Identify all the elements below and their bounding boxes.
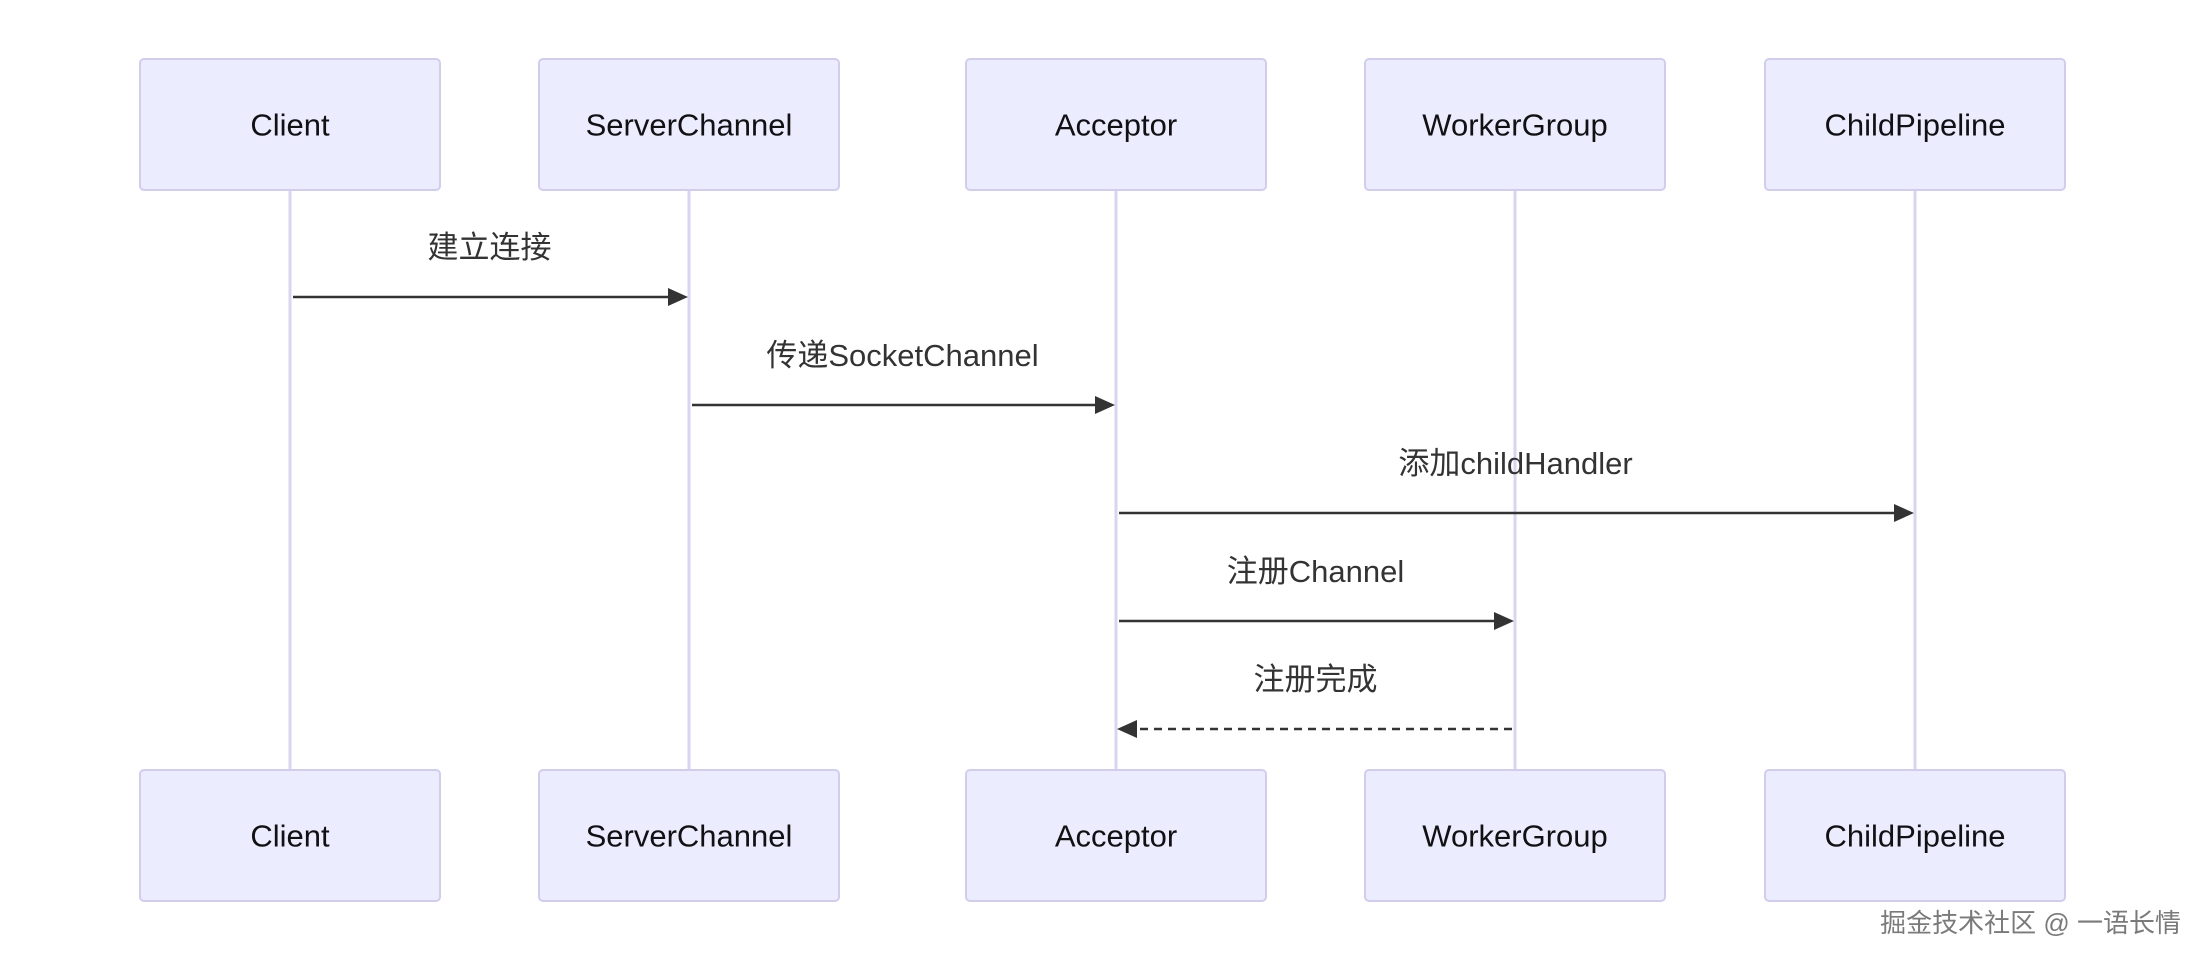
message-label: 传递SocketChannel xyxy=(766,338,1038,373)
actor-childpipeline-bottom: ChildPipeline xyxy=(1764,769,2066,902)
watermark-text: 掘金技术社区 @ 一语长情 xyxy=(1880,908,2181,938)
actor-box xyxy=(139,769,441,902)
actor-label: WorkerGroup xyxy=(1422,108,1608,143)
actor-box xyxy=(1364,58,1666,191)
actor-label: ServerChannel xyxy=(586,819,793,854)
actor-box xyxy=(1364,769,1666,902)
lifelines xyxy=(288,190,1917,770)
actor-box xyxy=(538,769,840,902)
actor-box xyxy=(965,58,1267,191)
message-2: 传递SocketChannel xyxy=(692,338,1115,414)
actor-acceptor-bottom: Acceptor xyxy=(965,769,1267,902)
arrowhead-icon xyxy=(668,288,688,306)
actor-label: Acceptor xyxy=(1055,108,1177,143)
actor-label: ChildPipeline xyxy=(1825,819,2006,854)
message-5: 注册完成 xyxy=(1117,662,1512,738)
message-label: 建立连接 xyxy=(428,230,552,265)
actor-box xyxy=(965,769,1267,902)
message-label: 注册Channel xyxy=(1227,554,1404,589)
actor-workergroup-top: WorkerGroup xyxy=(1364,58,1666,191)
actor-serverchannel-bottom: ServerChannel xyxy=(538,769,840,902)
actors-top: Client ServerChannel Acceptor WorkerGroup Ch… xyxy=(139,58,2066,191)
message-1: 建立连接 xyxy=(293,230,688,306)
actor-box xyxy=(538,58,840,191)
actor-label: WorkerGroup xyxy=(1422,819,1608,854)
actor-serverchannel-top: ServerChannel xyxy=(538,58,840,191)
arrowhead-icon xyxy=(1494,612,1514,630)
actor-box xyxy=(1764,58,2066,191)
message-label: 添加childHandler xyxy=(1398,446,1632,481)
arrowhead-icon xyxy=(1095,396,1115,414)
actor-box xyxy=(139,58,441,191)
actor-label: Client xyxy=(250,819,330,854)
actor-label: ChildPipeline xyxy=(1825,108,2006,143)
actors-bottom: Client ServerChannel Acceptor WorkerGroup Ch… xyxy=(139,769,2066,902)
actor-client-bottom: Client xyxy=(139,769,441,902)
actor-label: ServerChannel xyxy=(586,108,793,143)
actor-childpipeline-top: ChildPipeline xyxy=(1764,58,2066,191)
actor-workergroup-bottom: WorkerGroup xyxy=(1364,769,1666,902)
actor-client-top: Client xyxy=(139,58,441,191)
message-4: 注册Channel xyxy=(1119,554,1514,630)
actor-label: Acceptor xyxy=(1055,819,1177,854)
arrowhead-icon xyxy=(1117,720,1137,738)
message-3: 添加childHandler xyxy=(1119,446,1914,522)
actor-acceptor-top: Acceptor xyxy=(965,58,1267,191)
message-label: 注册完成 xyxy=(1254,662,1378,697)
arrowhead-icon xyxy=(1894,504,1914,522)
actor-label: Client xyxy=(250,108,330,143)
actor-box xyxy=(1764,769,2066,902)
